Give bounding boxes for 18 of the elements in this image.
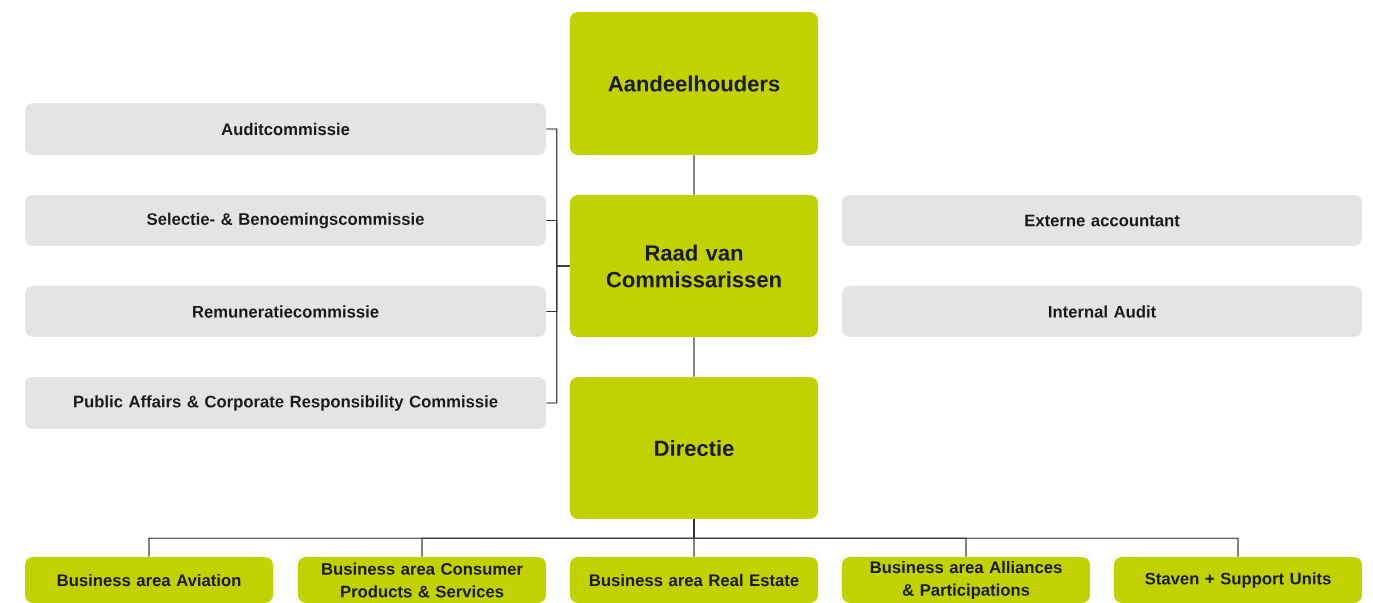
organ-box: Raad van Commissarissen <box>570 195 818 337</box>
business-unit-box: Business area Aviation <box>25 557 273 603</box>
connector-line <box>693 154 695 196</box>
committee-box: Public Affairs & Corporate Responsibility Commissie <box>25 377 546 429</box>
committee-box: Externe accountant <box>842 195 1362 246</box>
connector-line <box>693 336 695 378</box>
committee-box: Remuneratiecommissie <box>25 286 546 337</box>
committee-box: Auditcommissie <box>25 103 546 155</box>
connector-line <box>545 265 571 404</box>
business-unit-box: Business area Consumer Products & Services <box>298 557 546 603</box>
business-unit-box: Staven + Support Units <box>1114 557 1362 603</box>
connector-line <box>693 518 1239 558</box>
organ-box: Aandeelhouders <box>570 12 818 155</box>
committee-box: Internal Audit <box>842 286 1362 337</box>
business-unit-box: Business area Real Estate <box>570 557 818 603</box>
committee-box: Selectie- & Benoemingscommissie <box>25 195 546 246</box>
organ-box: Directie <box>570 377 818 519</box>
business-unit-box: Business area Alliances & Participations <box>842 557 1090 603</box>
